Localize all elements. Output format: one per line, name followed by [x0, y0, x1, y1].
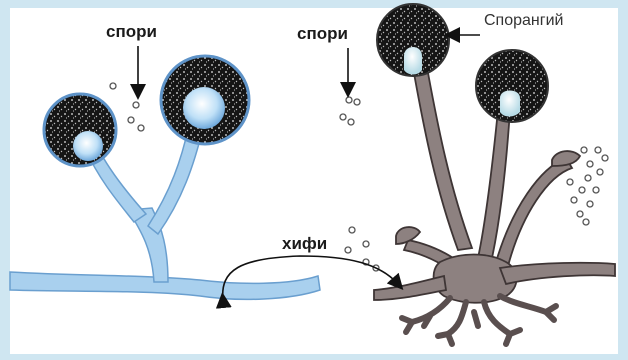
right-stalk-tall	[412, 62, 472, 250]
left-columella-large	[183, 87, 225, 129]
label-spores-left: спори	[106, 22, 157, 42]
right-fungus	[374, 4, 615, 344]
right-hypha-right	[500, 263, 615, 284]
right-columella-mid	[500, 91, 520, 117]
right-young-tip-1	[552, 151, 580, 166]
label-spores-right: спори	[297, 24, 348, 44]
right-hypha-left	[374, 276, 446, 300]
label-hyphae: хифи	[282, 234, 327, 254]
right-columella-top	[404, 47, 422, 75]
left-columella-small	[73, 131, 103, 161]
left-fungus	[10, 56, 320, 299]
label-sporangium: Спорангий	[484, 12, 563, 30]
right-spores	[340, 97, 608, 271]
right-stalk-curved	[496, 158, 572, 266]
